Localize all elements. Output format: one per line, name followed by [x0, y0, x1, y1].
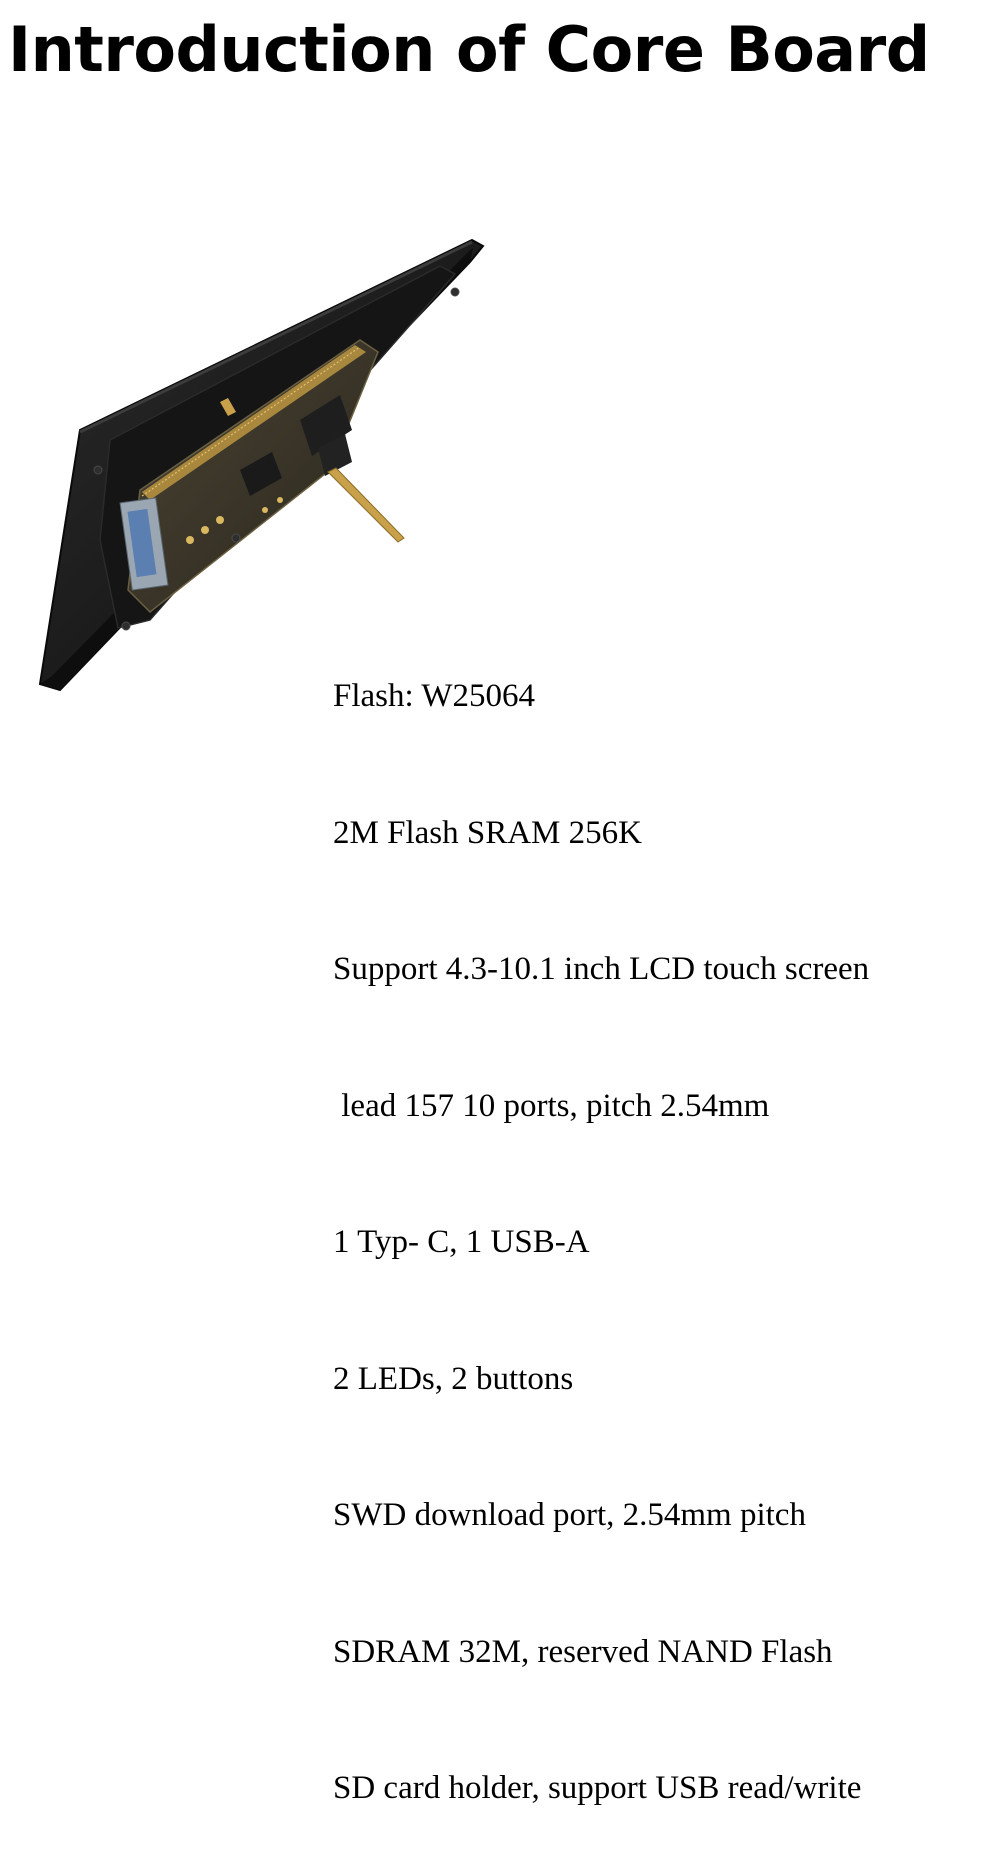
- spec-item: Support 4.3-10.1 inch LCD touch screen: [333, 951, 870, 987]
- spec-item: SD card holder, support USB read/write: [333, 1770, 862, 1806]
- lcd-core-board-photo: [38, 238, 485, 692]
- spec-item: 1 Typ- C, 1 USB-A: [333, 1224, 590, 1260]
- spec-item: SWD download port, 2.54mm pitch: [333, 1497, 806, 1533]
- spec-list: Flash: W25064 2M Flash SRAM 256K Support…: [333, 583, 869, 1857]
- spec-item: 2 LEDs, 2 buttons: [333, 1360, 574, 1397]
- board-stand: [220, 398, 405, 543]
- spec-item: SDRAM 32M, reserved NAND Flash: [333, 1633, 833, 1670]
- core-board-pcb: [119, 339, 379, 614]
- spec-item: lead 157 10 ports, pitch 2.54mm: [333, 1087, 770, 1124]
- mounting-screws: [93, 287, 460, 631]
- page-title: Introduction of Core Board: [8, 13, 930, 86]
- spec-item: Flash: W25064: [333, 678, 535, 714]
- spec-item: 2M Flash SRAM 256K: [333, 814, 642, 851]
